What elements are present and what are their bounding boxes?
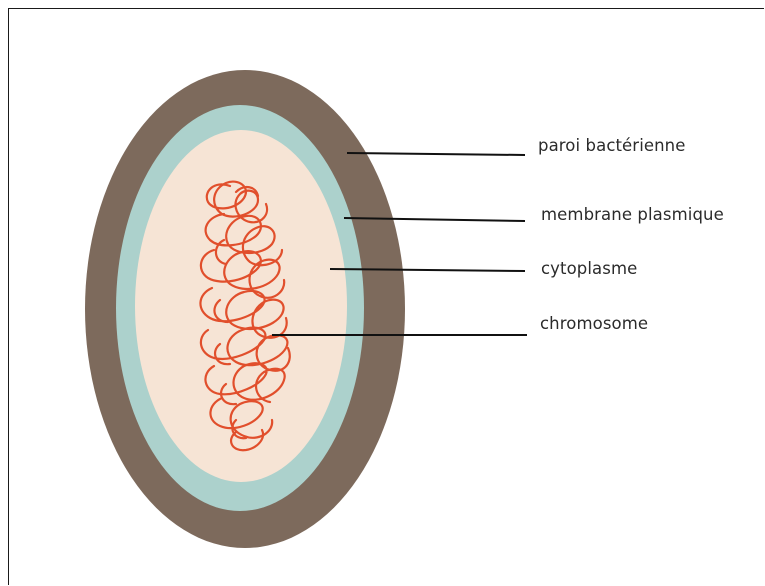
- cytoplasm-label: cytoplasme: [541, 261, 637, 278]
- cell-wall-leader-line: [347, 153, 525, 155]
- plasma-membrane-label: membrane plasmique: [541, 207, 724, 224]
- chromosome-label: chromosome: [540, 316, 648, 333]
- cell-wall-label: paroi bactérienne: [538, 138, 686, 155]
